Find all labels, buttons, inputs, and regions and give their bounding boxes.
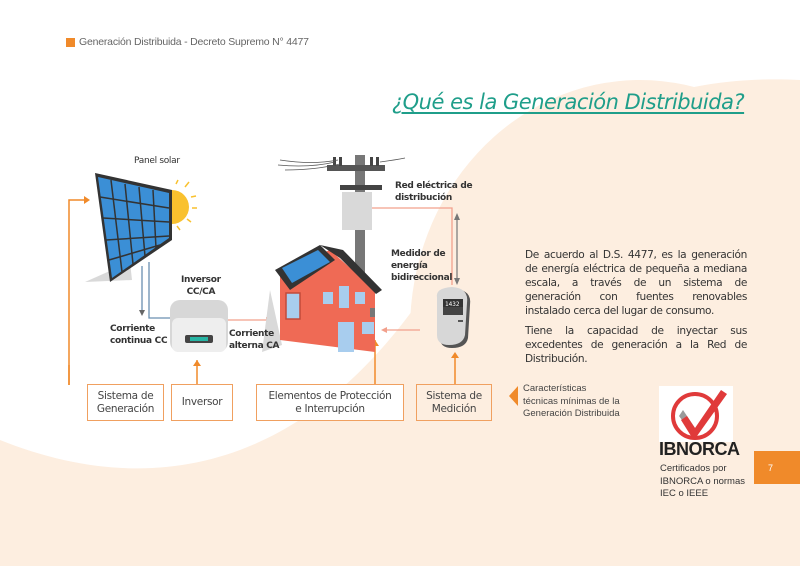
description-paragraph-1: De acuerdo al D.S. 4477, es la generació…: [525, 249, 747, 317]
cert-line1: Certificados por: [660, 463, 727, 474]
label-inversor-line2: CC/CA: [186, 287, 216, 297]
certification-text: Certificados por IBNORCA o normas IEC o …: [660, 463, 745, 501]
label-medidor-line2: energía: [391, 261, 428, 271]
label-cc-line1: Corriente: [110, 324, 155, 334]
section-header: Generación Distribuida - Decreto Supremo…: [66, 36, 309, 48]
cert-line2: IBNORCA o normas: [660, 475, 745, 487]
note-line3: Generación Distribuida: [523, 408, 620, 419]
note-line1: Características: [523, 383, 587, 394]
box-elementos-proteccion: Elementos de Protección e Interrupción: [256, 384, 404, 421]
box-line1: Elementos de Protección: [268, 389, 392, 402]
label-medidor-line3: bidireccional: [391, 273, 453, 283]
box-line2: Medición: [431, 402, 477, 415]
box-sistema-medicion: Sistema de Medición: [416, 384, 492, 421]
ibnorca-check-logo-icon: [659, 386, 733, 442]
technical-note: Características técnicas mínimas de la G…: [523, 383, 620, 421]
box-line1: Sistema de: [426, 389, 482, 402]
box-line1: Sistema de: [97, 389, 154, 402]
box-line1: Inversor: [181, 396, 223, 408]
section-label: Generación Distribuida - Decreto Supremo…: [79, 36, 309, 48]
house-icon: [262, 245, 382, 352]
ibnorca-logo-text: IBNORCA: [659, 439, 740, 459]
label-red-line2: distribución: [395, 193, 452, 203]
description: De acuerdo al D.S. 4477, es la generació…: [525, 248, 747, 372]
sun-icon: [172, 179, 197, 231]
box-line2: Generación: [96, 402, 155, 415]
box-line2: e Interrupción: [295, 402, 365, 415]
label-red-line1: Red eléctrica de: [395, 181, 473, 191]
label-inversor-line1: Inversor: [181, 275, 221, 285]
solar-panel-icon: [95, 173, 172, 282]
cert-line3: IEC o IEEE: [660, 488, 709, 499]
label-corriente-alterna: Corriente alterna CA: [229, 328, 279, 352]
label-corriente-continua: Corriente continua CC: [110, 323, 168, 347]
arrow-left-icon: [509, 386, 518, 406]
label-red-electrica: Red eléctrica de distribución: [395, 180, 473, 204]
box-inversor: Inversor: [171, 384, 233, 421]
label-cc-line2: continua CC: [110, 336, 168, 346]
page-title: ¿Qué es la Generación Distribuida?: [392, 90, 745, 114]
page-number: 7: [754, 451, 800, 484]
description-paragraph-2: Tiene la capacidad de inyectar sus exced…: [525, 325, 747, 365]
label-panel-solar: Panel solar: [134, 156, 180, 166]
utility-pole-icon: [277, 155, 406, 295]
orange-square-icon: [66, 37, 75, 47]
energy-meter-icon: 1432: [436, 287, 471, 348]
label-medidor-line1: Medidor de: [391, 249, 446, 259]
note-line2: técnicas mínimas de la: [523, 395, 620, 407]
label-medidor: Medidor de energía bidireccional: [391, 248, 453, 284]
label-ca-line2: alterna CA: [229, 341, 280, 351]
label-ca-line1: Corriente: [229, 329, 274, 339]
inverter-icon: [170, 300, 228, 352]
box-sistema-generacion: Sistema de Generación: [87, 384, 164, 421]
label-inversor: Inversor CC/CA: [181, 274, 221, 298]
svg-text:1432: 1432: [445, 301, 460, 308]
